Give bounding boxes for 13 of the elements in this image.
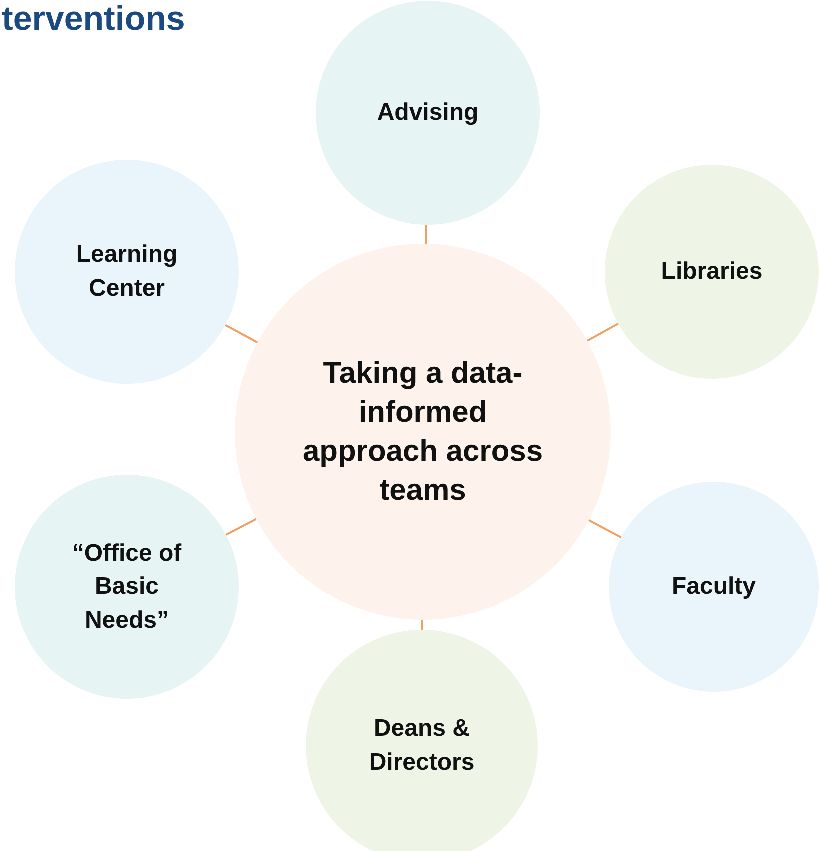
node-label: Faculty: [670, 572, 758, 602]
node-label: Advising: [376, 98, 480, 128]
node-label: “Office of Basic Needs”: [71, 538, 183, 636]
title: terventions: [2, 0, 186, 40]
connector-line: [225, 324, 258, 344]
connector-line: [587, 322, 619, 342]
node-label: Learning Center: [75, 240, 179, 304]
connector-line: [421, 620, 424, 630]
node-label: Libraries: [660, 257, 764, 288]
node-label: Deans & Directors: [368, 714, 476, 778]
node-label: Taking a data-informed approach across teams: [302, 356, 544, 509]
connector-line: [226, 518, 257, 536]
connector-line: [424, 224, 428, 244]
